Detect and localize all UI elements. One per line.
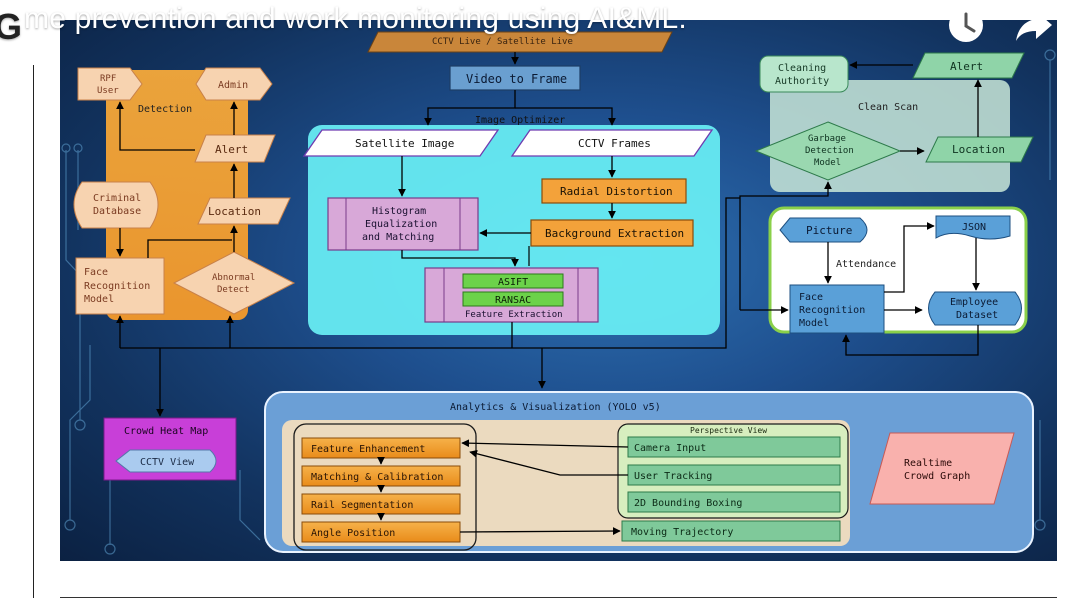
histogram-box [327, 197, 479, 251]
json-node [935, 215, 1011, 240]
clean-scan-title: Clean Scan [858, 102, 918, 113]
step-4-label: Angle Position [311, 528, 395, 539]
moving-trajectory-node [621, 520, 841, 542]
json-label: JSON [962, 222, 986, 233]
step-3-label: Rail Segmentation [311, 500, 413, 511]
employee-dataset-line-2: Dataset [956, 310, 998, 321]
bounding-boxing-node [627, 491, 841, 513]
image-optimizer-label: Image Optimizer [475, 115, 565, 126]
detection-alert-node [194, 134, 276, 163]
page-frame [0, 65, 34, 598]
share-arrow-icon[interactable] [1012, 3, 1056, 47]
picture-label: Picture [806, 224, 852, 237]
garbage-line-3: Model [814, 158, 841, 168]
employee-dataset-line-1: Employee [950, 297, 998, 308]
radial-distortion-label: Radial Distortion [560, 185, 673, 198]
bounding-boxing-label: 2D Bounding Boxing [634, 498, 742, 509]
cctv-view-node [115, 449, 217, 473]
asift-label: ASIFT [498, 277, 528, 288]
cctv-view-label: CCTV View [140, 457, 195, 468]
perspective-view-title: Perspective View [690, 426, 767, 435]
criminal-database-line-1: Criminal [93, 193, 141, 204]
video-title[interactable]: me prevention and work monitoring using … [24, 2, 687, 35]
channel-logo[interactable]: G [0, 6, 23, 47]
face-recognition-detection-node [75, 257, 165, 315]
clean-alert-label: Alert [950, 60, 983, 73]
face-recog-a-line-2: Recognition [799, 305, 865, 316]
cctv-frames-label: CCTV Frames [578, 137, 651, 150]
crowd-heat-map-title: Crowd Heat Map [124, 426, 208, 437]
feature-extraction-label: Feature Extraction [465, 310, 563, 320]
clock-icon[interactable] [944, 3, 988, 47]
face-recog-a-line-1: Face [799, 292, 823, 303]
criminal-database-node [73, 181, 159, 229]
criminal-database-line-2: Database [93, 206, 141, 217]
realtime-crowd-graph-node [869, 432, 1015, 505]
page-background [0, 0, 60, 598]
detection-title: Detection [138, 104, 192, 115]
picture-node [779, 217, 868, 243]
moving-trajectory-label: Moving Trajectory [631, 527, 733, 538]
clean-location-node [925, 136, 1034, 163]
rpf-user-line-1: RPF [100, 74, 116, 84]
video-to-frame-box [449, 65, 581, 91]
abnormal-detect-node [172, 251, 296, 315]
satellite-image-label: Satellite Image [355, 137, 454, 150]
clean-alert-node [912, 52, 1025, 79]
image-optimizer-panel [308, 125, 720, 335]
garbage-line-1: Garbage [808, 134, 846, 144]
video-to-frame-label: Video to Frame [466, 72, 567, 86]
detection-alert-label: Alert [215, 143, 248, 156]
ransac-box [462, 291, 564, 307]
camera-input-label: Camera Input [634, 443, 706, 454]
face-recognition-attendance-node [789, 284, 885, 334]
cctv-frames-node [510, 129, 714, 157]
analytics-title: Analytics & Visualization (YOLO v5) [450, 402, 661, 413]
cleaning-authority-node [759, 55, 849, 93]
rpf-user-line-2: User [97, 86, 119, 96]
radial-distortion-box [541, 178, 687, 204]
face-recog-d-line-1: Face [84, 267, 108, 278]
detection-location-label: Location [208, 205, 261, 218]
asift-box [462, 273, 564, 289]
realtime-line-1: Realtime [904, 458, 952, 469]
flowchart-diagram: Detection Clean Scan Image Optimizer CCT… [61, 31, 1056, 555]
face-recog-d-line-2: Recognition [84, 281, 150, 292]
employee-dataset-node [928, 291, 1022, 326]
realtime-line-2: Crowd Graph [904, 471, 970, 482]
admin-node [195, 67, 273, 101]
ransac-label: RANSAC [495, 295, 531, 306]
step-2-label: Matching & Calibration [311, 472, 443, 483]
admin-label: Admin [218, 80, 248, 91]
user-tracking-label: User Tracking [634, 471, 712, 482]
histogram-line-2: Equalization [365, 219, 437, 230]
histogram-line-3: and Matching [362, 232, 434, 243]
satellite-image-node [302, 129, 500, 157]
abnormal-line-2: Detect [217, 285, 250, 295]
detection-location-node [197, 197, 291, 225]
background-extraction-box [530, 219, 694, 247]
histogram-line-1: Histogram [372, 206, 426, 217]
abnormal-line-1: Abnormal [212, 273, 255, 283]
cctv-satellite-live-label: CCTV Live / Satellite Live [432, 37, 573, 47]
clean-location-label: Location [952, 143, 1005, 156]
cleaning-authority-line-1: Cleaning [778, 63, 826, 74]
video-player[interactable]: Detection Clean Scan Image Optimizer CCT… [60, 20, 1057, 561]
face-recog-a-line-3: Model [799, 318, 829, 329]
face-recog-d-line-3: Model [84, 294, 114, 305]
garbage-detection-node [754, 121, 902, 181]
attendance-title: Attendance [836, 259, 896, 270]
cctv-satellite-live-input [367, 31, 673, 53]
rpf-user-node [77, 67, 143, 101]
steps-group [293, 423, 477, 551]
garbage-line-2: Detection [805, 146, 854, 156]
background-extraction-label: Background Extraction [545, 227, 684, 240]
cleaning-authority-line-2: Authority [775, 76, 829, 87]
step-1-label: Feature Enhancement [311, 444, 425, 455]
